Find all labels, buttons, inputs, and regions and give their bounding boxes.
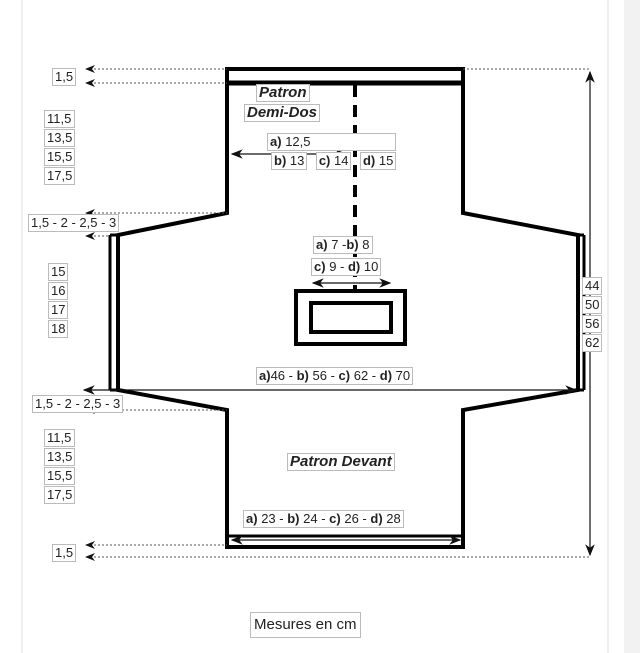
label-text: b) <box>274 153 287 168</box>
label-text: 7 - <box>331 237 347 252</box>
page-border <box>21 0 609 653</box>
measurement-label: c) 14 <box>315 152 352 170</box>
bottom-band-label: 1,5 <box>52 544 77 562</box>
label-text: a) <box>259 368 271 383</box>
label-text: 10 <box>363 259 379 274</box>
pocket-size-line1: a) 7 -b) 8 <box>313 236 373 254</box>
label-text: a) <box>270 134 282 149</box>
label-text: 70 <box>395 368 411 383</box>
label-text: 17,5 <box>44 486 76 504</box>
units-note: Mesures en cm <box>250 612 361 638</box>
label-text: 13 <box>289 153 305 168</box>
label-text: 17,5 <box>44 167 76 185</box>
label-text: 11,5 <box>44 110 76 128</box>
label-text: 23 - <box>261 511 284 526</box>
front-width-label: a) 23 - b) 24 - c) 26 - d) 28 <box>243 510 404 528</box>
label-text: 16 <box>48 282 69 300</box>
label-text: 15,5 <box>44 467 76 485</box>
label-text: d) <box>370 511 383 526</box>
label-text: b) <box>287 511 300 526</box>
label-text: 62 - <box>353 368 377 383</box>
back-width-values: a) 12,5 b) 13 c) 14 d) 15 <box>267 133 397 171</box>
armhole-top-values: 11,5 13,5 15,5 17,5 <box>44 110 76 186</box>
pocket-outer <box>294 289 407 346</box>
back-title-line2: Demi-Dos <box>244 104 321 122</box>
front-title: Patron Devant <box>287 453 395 471</box>
pocket-size-line2: c) 9 - d) 10 <box>311 258 382 276</box>
label-text: d) <box>379 368 393 383</box>
label-text: 18 <box>48 320 69 338</box>
label-text: c) <box>314 259 326 274</box>
label-text: 8 <box>362 237 370 252</box>
label-text: 15,5 <box>44 148 76 166</box>
label-text: 12,5 <box>285 134 311 149</box>
label-text: 9 - <box>329 259 345 274</box>
back-title-line1: Patron <box>256 84 310 102</box>
page-margin <box>624 0 640 653</box>
label-text: 13,5 <box>44 448 76 466</box>
label-text: 44 <box>582 277 603 295</box>
armhole-bottom-values: 11,5 13,5 15,5 17,5 <box>44 429 76 505</box>
shoulder-step-top-label: 1,5 - 2 - 2,5 - 3 <box>28 214 120 232</box>
label-text: 14 <box>334 153 349 168</box>
label-text: b) <box>346 237 359 252</box>
label-text: c) <box>329 511 341 526</box>
label-text: c) <box>318 153 331 168</box>
total-width-label: a)46 - b) 56 - c) 62 - d) 70 <box>256 367 414 385</box>
label-text: d) <box>362 153 376 168</box>
label-text: c) <box>338 368 351 383</box>
label-text: d) <box>347 259 361 274</box>
label-text: 11,5 <box>44 429 76 447</box>
label-text: a) <box>316 237 328 252</box>
label-text: 62 <box>582 334 603 352</box>
label-text: 50 <box>582 296 603 314</box>
label-text: 15 <box>378 153 394 168</box>
label-text: 26 - <box>344 511 367 526</box>
top-band-label: 1,5 <box>52 68 77 86</box>
label-text: 24 - <box>303 511 326 526</box>
label-text: 17 <box>48 301 69 319</box>
shoulder-step-bottom-label: 1,5 - 2 - 2,5 - 3 <box>32 395 124 413</box>
sleeve-edge-values: 15 16 17 18 <box>48 263 69 339</box>
label-text: a) <box>246 511 258 526</box>
label-text: 13,5 <box>44 129 76 147</box>
pocket-inner <box>309 301 393 334</box>
label-text: 56 - <box>312 368 335 383</box>
measurement-label: b) 13 <box>271 152 308 170</box>
label-text: 28 <box>386 511 401 526</box>
measurement-label: d) 15 <box>359 152 397 170</box>
leader-lines <box>85 65 590 561</box>
height-values: 44 50 56 62 <box>582 277 603 353</box>
label-text: 15 <box>48 263 69 281</box>
label-text: 46 - <box>270 368 293 383</box>
label-text: b) <box>296 368 309 383</box>
measurement-label: a) 12,5 <box>267 133 397 151</box>
label-text: 56 <box>582 315 603 333</box>
